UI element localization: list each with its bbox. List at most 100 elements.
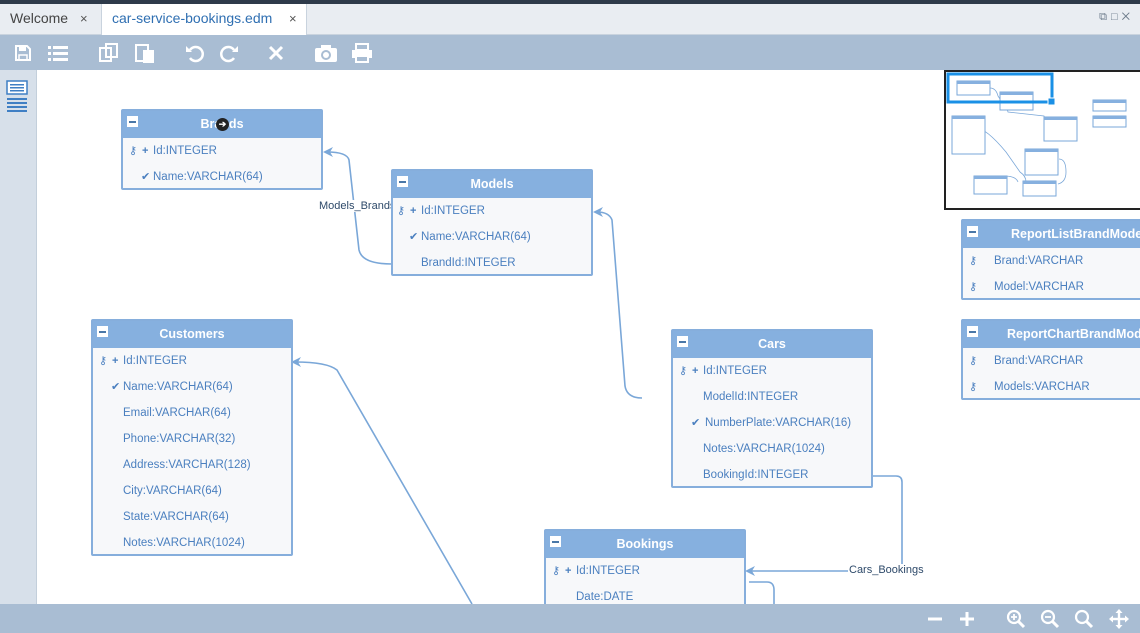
save-icon[interactable] <box>10 40 36 66</box>
zoom-fit-icon[interactable] <box>1073 608 1095 630</box>
entity-customers[interactable]: Customers ⚷+Id:INTEGER ✔Name:VARCHAR(64)… <box>91 319 293 556</box>
camera-icon[interactable] <box>313 40 339 66</box>
entity-header[interactable]: ReportListBrandModels <box>963 221 1140 248</box>
field-row[interactable]: Notes:VARCHAR(1024) <box>703 443 825 455</box>
field-row[interactable]: ⚷Models:VARCHAR <box>963 374 1140 400</box>
entity-title: ReportListBrandModels <box>1011 227 1140 241</box>
entity-report-chart-brand-models[interactable]: ReportChartBrandModels ⚷Brand:VARCHAR ⚷M… <box>961 319 1140 400</box>
field-row[interactable]: ✔Name:VARCHAR(64) <box>393 224 591 250</box>
entity-brands[interactable]: Brands ➔ ⚷+Id:INTEGER ✔Name:VARCHAR(64) <box>121 109 323 190</box>
tab-bar: Welcome × car-service-bookings.edm × ⧉□✕ <box>0 4 1140 35</box>
check-icon: ✔ <box>111 381 121 393</box>
field-row[interactable]: ✔Name:VARCHAR(64) <box>93 374 291 400</box>
field-row[interactable]: State:VARCHAR(64) <box>123 511 229 523</box>
field-row[interactable]: ⚷+Id:INTEGER <box>93 348 291 374</box>
close-icon[interactable]: × <box>80 11 88 26</box>
collapse-icon[interactable] <box>677 336 688 347</box>
entity-header[interactable]: Cars <box>673 331 871 358</box>
tab-car-service-bookings[interactable]: car-service-bookings.edm × <box>101 4 307 35</box>
field-row[interactable]: ModelId:INTEGER <box>703 391 799 403</box>
key-icon: ⚷ <box>969 381 978 393</box>
field-row[interactable]: Date:DATE <box>576 591 634 603</box>
undo-icon[interactable] <box>182 40 208 66</box>
collapse-icon[interactable] <box>967 226 978 237</box>
paste-icon[interactable] <box>132 40 158 66</box>
relation-lines <box>291 147 903 604</box>
close-window-icon[interactable]: ✕ <box>1121 11 1134 23</box>
drag-cursor-icon: ➔ <box>216 118 229 131</box>
zoom-in-icon[interactable] <box>1005 608 1027 630</box>
print-icon[interactable] <box>349 40 375 66</box>
collapse-icon[interactable] <box>397 176 408 187</box>
entity-title: Customers <box>159 327 225 341</box>
entity-cars[interactable]: Cars ⚷+Id:INTEGER ModelId:INTEGER ✔Numbe… <box>671 329 873 488</box>
redo-icon[interactable] <box>216 40 242 66</box>
window-top-border <box>0 0 1140 4</box>
plus-icon: + <box>112 355 119 367</box>
close-icon[interactable]: × <box>289 11 297 26</box>
entity-bookings[interactable]: Bookings ⚷+Id:INTEGER Date:DATE <box>544 529 746 604</box>
field-row[interactable]: ⚷+Id:INTEGER <box>673 358 871 384</box>
minimap[interactable] <box>944 70 1140 210</box>
field-row[interactable]: ⚷+Id:INTEGER <box>393 198 591 224</box>
entity-header[interactable]: Bookings <box>546 531 744 558</box>
toolbar <box>0 35 1140 70</box>
entity-report-list-brand-models[interactable]: ReportListBrandModels ⚷Brand:VARCHAR ⚷Mo… <box>961 219 1140 300</box>
field-row[interactable]: Address:VARCHAR(128) <box>123 459 251 471</box>
key-icon: ⚷ <box>99 355 108 367</box>
plus-icon: + <box>410 205 417 217</box>
field-row[interactable]: ⚷+Id:INTEGER <box>546 558 744 584</box>
left-sidebar <box>0 70 37 604</box>
zoom-out-icon[interactable] <box>1039 608 1061 630</box>
restore-icon[interactable]: ⧉ <box>1099 11 1111 23</box>
field-row[interactable]: Phone:VARCHAR(32) <box>123 433 236 445</box>
entity-models[interactable]: Models ⚷+Id:INTEGER ✔Name:VARCHAR(64) Br… <box>391 169 593 276</box>
plus-icon: + <box>142 145 149 157</box>
tab-label: Welcome <box>10 10 69 26</box>
key-icon: ⚷ <box>129 145 138 157</box>
check-icon: ✔ <box>691 417 701 429</box>
field-row[interactable]: ✔Name:VARCHAR(64) <box>123 164 321 190</box>
field-row[interactable]: BrandId:INTEGER <box>421 257 516 269</box>
field-row[interactable]: Notes:VARCHAR(1024) <box>123 537 245 549</box>
minimap-diagram <box>946 72 1127 197</box>
outline-panel-icon[interactable] <box>6 80 28 121</box>
field-row[interactable]: ⚷Brand:VARCHAR <box>963 248 1140 274</box>
check-icon: ✔ <box>141 171 151 183</box>
field-row[interactable]: Email:VARCHAR(64) <box>123 407 231 419</box>
collapse-icon[interactable] <box>127 116 138 127</box>
entity-title: Models <box>470 177 514 191</box>
window-buttons: ⧉□✕ <box>1099 11 1134 24</box>
field-row[interactable]: ⚷+Id:INTEGER <box>123 138 321 164</box>
field-row[interactable]: ✔NumberPlate:VARCHAR(16) <box>673 410 871 436</box>
entity-title: Bookings <box>616 537 674 551</box>
copy-icon[interactable] <box>96 40 122 66</box>
key-icon: ⚷ <box>969 355 978 367</box>
delete-icon[interactable] <box>263 40 289 66</box>
entity-title: ReportChartBrandModels <box>1007 327 1140 341</box>
collapse-icon[interactable] <box>550 536 561 547</box>
plus-icon: + <box>692 365 699 377</box>
relation-label-cars-bookings[interactable]: Cars_Bookings <box>848 564 925 576</box>
field-row[interactable]: ⚷Model:VARCHAR <box>963 274 1140 300</box>
list-icon[interactable] <box>45 40 71 66</box>
field-row[interactable]: BookingId:INTEGER <box>703 469 809 481</box>
collapse-icon[interactable] <box>97 326 108 337</box>
maximize-icon[interactable]: □ <box>1110 11 1122 23</box>
relation-label-models-brands[interactable]: Models_Brands <box>318 200 397 212</box>
zoom-minus-icon[interactable] <box>924 608 946 630</box>
entity-header[interactable]: Brands ➔ <box>123 111 321 138</box>
field-row[interactable]: ⚷Brand:VARCHAR <box>963 348 1140 374</box>
zoom-plus-icon[interactable] <box>956 608 978 630</box>
field-row[interactable]: City:VARCHAR(64) <box>123 485 222 497</box>
collapse-icon[interactable] <box>967 326 978 337</box>
entity-header[interactable]: Customers <box>93 321 291 348</box>
key-icon: ⚷ <box>397 205 406 217</box>
pan-icon[interactable] <box>1108 608 1130 630</box>
entity-title: Cars <box>758 337 786 351</box>
entity-header[interactable]: Models <box>393 171 591 198</box>
key-icon: ⚷ <box>552 565 561 577</box>
tab-welcome[interactable]: Welcome × <box>0 4 100 34</box>
tab-label: car-service-bookings.edm <box>112 10 273 26</box>
entity-header[interactable]: ReportChartBrandModels <box>963 321 1140 348</box>
